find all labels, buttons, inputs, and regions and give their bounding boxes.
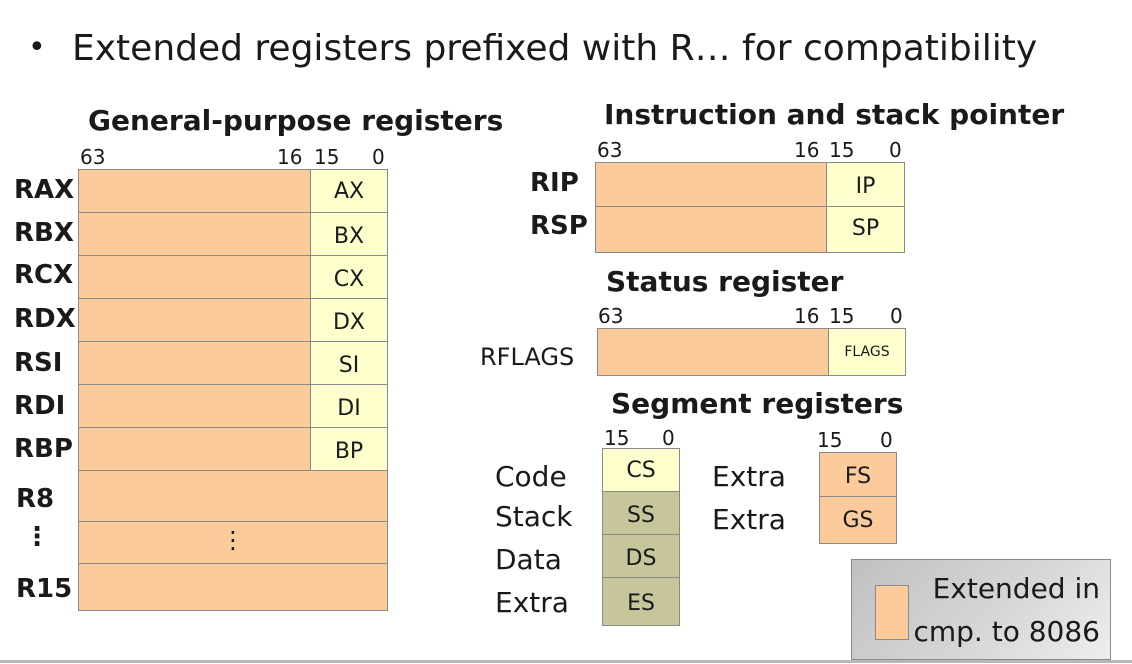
register-fs: FS xyxy=(819,452,897,497)
segment-label-stack: Stack xyxy=(495,500,573,533)
segment-left-bit-0: 0 xyxy=(662,426,675,450)
gpr-bit-16: 16 xyxy=(277,145,303,169)
register-fs-label: FS xyxy=(844,464,872,489)
status-bit-15: 15 xyxy=(829,304,855,328)
segment-label-data: Data xyxy=(495,543,562,576)
register-ip-label: IP xyxy=(855,174,876,199)
register-ds: DS xyxy=(602,534,680,578)
register-di-label: DI xyxy=(337,396,361,421)
register-name-rsi: RSI xyxy=(14,348,63,378)
register-rsi-upper xyxy=(78,341,312,385)
bottom-divider xyxy=(0,660,1132,663)
register-rsi-lower: SI xyxy=(310,341,388,385)
legend-box: Extended in cmp. to 8086 xyxy=(851,559,1111,660)
status-title: Status register xyxy=(606,265,844,298)
register-cx-label: CX xyxy=(333,267,365,292)
legend-text-line2: cmp. to 8086 xyxy=(913,615,1100,648)
segment-label-extra-gs: Extra xyxy=(712,503,786,536)
gpr-bit-63: 63 xyxy=(80,145,106,169)
gpr-bit-0: 0 xyxy=(372,145,385,169)
register-dx-label: DX xyxy=(332,310,365,335)
register-rbx-upper xyxy=(78,212,312,256)
register-name-rcx: RCX xyxy=(14,260,74,290)
register-cs-label: CS xyxy=(626,458,656,483)
register-ss-label: SS xyxy=(627,503,655,528)
register-r15 xyxy=(78,563,388,611)
gpr-bit-15: 15 xyxy=(314,145,340,169)
ip-bit-16: 16 xyxy=(794,138,820,162)
segment-right-bit-15: 15 xyxy=(817,428,843,452)
segment-label-extra-fs: Extra xyxy=(712,460,786,493)
register-es: ES xyxy=(602,577,680,626)
status-bit-63: 63 xyxy=(598,304,624,328)
ip-bit-15: 15 xyxy=(829,138,855,162)
register-rdi-upper xyxy=(78,384,312,428)
register-name-rsp: RSP xyxy=(530,211,588,241)
register-rax-lower: AX xyxy=(310,169,388,213)
segment-left-bit-15: 15 xyxy=(604,426,630,450)
register-range-ellipsis: ⋮ xyxy=(221,526,245,554)
register-name-r8: R8 xyxy=(16,484,55,514)
register-ax-label: AX xyxy=(333,179,365,204)
register-name-rip: RIP xyxy=(530,168,579,198)
ip-bit-0: 0 xyxy=(889,138,902,162)
register-cs: CS xyxy=(602,448,680,492)
register-gs-label: GS xyxy=(842,508,874,533)
ip-sp-title: Instruction and stack pointer xyxy=(604,98,1065,131)
register-es-label: ES xyxy=(627,591,655,616)
register-bx-label: BX xyxy=(333,224,365,249)
register-rbp-lower: BP xyxy=(310,427,388,471)
register-rflags-lower: FLAGS xyxy=(828,328,906,376)
register-name-rbp: RBP xyxy=(14,434,73,464)
register-name-r15: R15 xyxy=(16,574,73,604)
register-rbp-upper xyxy=(78,427,312,471)
register-rdi-lower: DI xyxy=(310,384,388,428)
ip-bit-63: 63 xyxy=(597,138,623,162)
register-rsp-lower: SP xyxy=(826,206,905,253)
register-rsp-upper xyxy=(595,206,828,253)
register-sp-label: SP xyxy=(851,216,880,241)
segment-right-bit-0: 0 xyxy=(880,428,893,452)
register-name-rdi: RDI xyxy=(14,391,66,421)
register-rip-lower: IP xyxy=(826,162,905,207)
register-gs: GS xyxy=(819,496,897,544)
register-rdx-lower: DX xyxy=(310,298,388,342)
register-name-rdx: RDX xyxy=(14,304,76,334)
register-name-rbx: RBX xyxy=(14,218,74,248)
register-rax-upper xyxy=(78,169,312,213)
bullet-point: • xyxy=(28,30,46,65)
register-rbx-lower: BX xyxy=(310,212,388,256)
register-r9-r14: ⋮ xyxy=(78,521,388,564)
register-rcx-lower: CX xyxy=(310,255,388,299)
register-r8 xyxy=(78,470,388,522)
register-bp-label: BP xyxy=(334,439,364,464)
status-bit-16: 16 xyxy=(794,304,820,328)
legend-text-line1: Extended in xyxy=(932,572,1100,605)
register-si-label: SI xyxy=(338,353,360,378)
register-ss: SS xyxy=(602,491,680,535)
segment-title: Segment registers xyxy=(611,387,904,420)
slide-heading: Extended registers prefixed with R… for … xyxy=(72,28,1038,69)
register-rflags-upper xyxy=(597,328,830,376)
legend-swatch-extended xyxy=(875,585,909,640)
segment-label-code: Code xyxy=(495,460,567,493)
register-flags-label: FLAGS xyxy=(844,344,890,360)
register-name-rax: RAX xyxy=(14,175,75,205)
register-rdx-upper xyxy=(78,298,312,342)
status-bit-0: 0 xyxy=(890,304,903,328)
gpr-title: General-purpose registers xyxy=(88,104,504,137)
register-name-ellipsis: ⋮ xyxy=(24,522,50,552)
segment-label-extra-es: Extra xyxy=(495,586,569,619)
register-rip-upper xyxy=(595,162,828,207)
register-ds-label: DS xyxy=(625,546,657,571)
register-rcx-upper xyxy=(78,255,312,299)
register-name-rflags: RFLAGS xyxy=(480,343,575,371)
